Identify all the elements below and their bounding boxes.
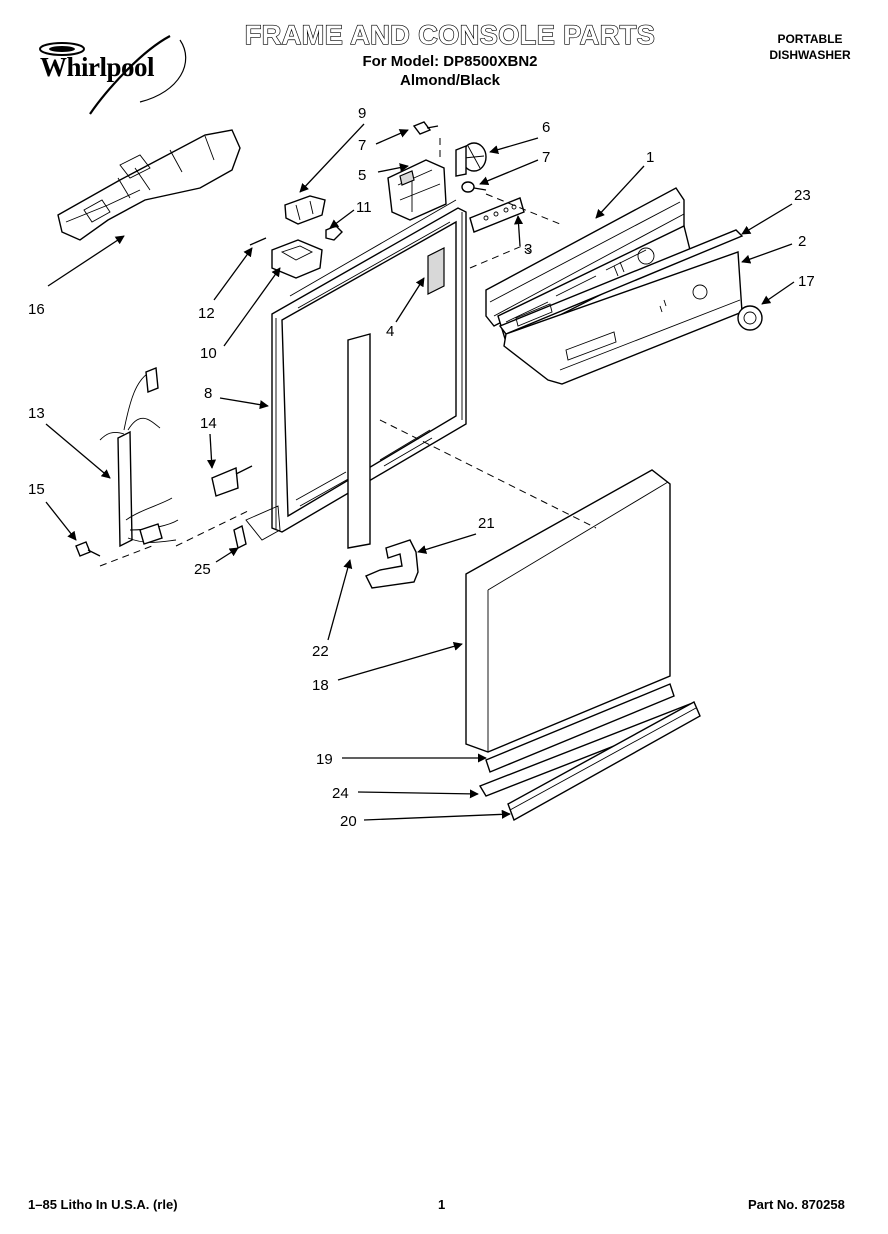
callout-25: 25 <box>194 561 211 578</box>
callout-labels: 1 2 3 4 5 6 7 7 8 9 10 11 12 13 14 15 16… <box>28 105 815 830</box>
part-18-door-panel <box>465 469 671 753</box>
part-3-switch-plate <box>469 197 525 233</box>
part-21-clip <box>365 539 419 589</box>
callout-9: 9 <box>358 105 366 122</box>
callout-23: 23 <box>794 187 811 204</box>
part-19-bottom-trim <box>485 683 675 773</box>
part-23-trim-strip <box>498 229 744 335</box>
callout-3: 3 <box>524 241 532 258</box>
callout-7-upper: 7 <box>358 137 366 154</box>
callout-19: 19 <box>316 751 333 768</box>
part-2-control-panel <box>503 251 743 385</box>
callout-2: 2 <box>798 233 806 250</box>
part-10-housing <box>271 239 323 279</box>
callout-11: 11 <box>356 199 372 216</box>
part-15-screw <box>75 541 101 557</box>
callout-14: 14 <box>200 415 217 432</box>
callout-6: 6 <box>542 119 550 136</box>
callout-24: 24 <box>332 785 349 802</box>
part-9-switch <box>284 195 326 225</box>
part-22-strip <box>347 333 371 549</box>
footer-page-number: 1 <box>438 1197 446 1212</box>
page-title: FRAME AND CONSOLE PARTS <box>244 19 656 50</box>
callout-13: 13 <box>28 405 45 422</box>
footer-part-number: Part No. 870258 <box>748 1197 845 1212</box>
callout-5: 5 <box>358 167 366 184</box>
callout-7-right: 7 <box>542 149 550 166</box>
callout-22: 22 <box>312 643 329 660</box>
part-12-pin <box>249 237 267 246</box>
part-16-bracket <box>57 129 241 241</box>
callout-leader-lines <box>45 123 795 821</box>
part-7-screw-a <box>412 121 439 135</box>
callout-4: 4 <box>386 323 394 340</box>
product-type-line1: PORTABLE <box>777 32 843 46</box>
callout-12: 12 <box>198 305 215 322</box>
callout-8: 8 <box>204 385 212 402</box>
part-5-control-bracket <box>387 159 447 221</box>
brand-logo-text: Whirlpool <box>40 52 155 82</box>
part-11-clip <box>325 225 343 241</box>
whirlpool-logo-swirl <box>39 35 187 115</box>
part-13-wiring-harness <box>99 367 179 548</box>
assembly-guide-lines <box>99 138 597 567</box>
callout-21: 21 <box>478 515 495 532</box>
part-14-sensor <box>211 465 253 497</box>
product-type-line2: DISHWASHER <box>769 48 851 62</box>
model-line: For Model: DP8500XBN2 <box>362 53 538 70</box>
part-6-timer-knob <box>455 142 487 177</box>
part-7-screw-b <box>461 181 487 193</box>
footer-print-info: 1–85 Litho In U.S.A. (rle) <box>28 1197 178 1212</box>
callout-18: 18 <box>312 677 329 694</box>
part-25-clip <box>233 524 247 550</box>
callout-17: 17 <box>798 273 815 290</box>
callout-20: 20 <box>340 813 357 830</box>
callout-10: 10 <box>200 345 217 362</box>
part-20-bottom-bar <box>507 701 701 822</box>
color-line: Almond/Black <box>399 72 501 89</box>
callout-1: 1 <box>646 149 654 166</box>
callout-15: 15 <box>28 481 45 498</box>
part-17-knob <box>737 305 763 331</box>
callout-16: 16 <box>28 301 45 318</box>
